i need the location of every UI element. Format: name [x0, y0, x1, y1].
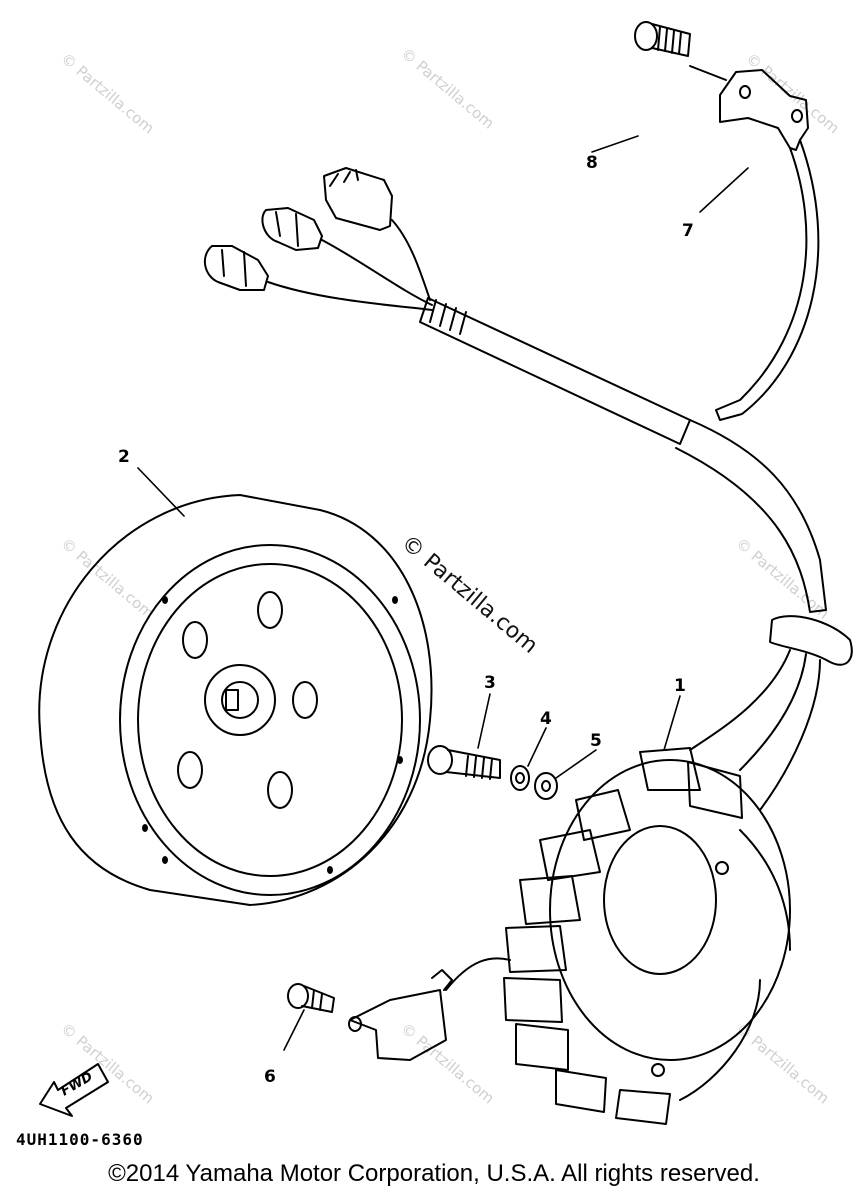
fwd-arrow-icon: FWD — [39, 1063, 109, 1117]
callout-6: 6 — [264, 1067, 276, 1087]
part-3-bolt — [427, 745, 501, 780]
part-8-screw — [634, 21, 727, 81]
part-4-5-washers — [510, 765, 558, 800]
copyright-notice: ©2014 Yamaha Motor Corporation, U.S.A. A… — [108, 1160, 760, 1187]
svg-text:© Partzilla.com: © Partzilla.com — [57, 49, 157, 137]
callout-2: 2 — [118, 447, 130, 467]
callout-labels: 1 2 3 4 5 6 7 8 — [118, 153, 694, 1087]
part-code: 4UH1100-6360 — [16, 1130, 144, 1149]
svg-text:© Partzilla.com: © Partzilla.com — [57, 534, 157, 622]
callout-8: 8 — [586, 153, 598, 173]
part-1-stator — [503, 747, 791, 1125]
callout-7: 7 — [682, 221, 694, 241]
svg-text:© Partzilla.com: © Partzilla.com — [742, 49, 842, 137]
svg-text:© Partzilla.com: © Partzilla.com — [397, 44, 497, 132]
callout-5: 5 — [590, 731, 602, 751]
callout-4: 4 — [540, 709, 552, 729]
wire-harness — [203, 167, 853, 811]
part-2-rotor — [38, 494, 433, 906]
callout-3: 3 — [484, 673, 496, 693]
watermark-main: © Partzilla.com — [396, 530, 542, 658]
part-7-clamp — [715, 69, 820, 421]
svg-text:© Partzilla.com: © Partzilla.com — [732, 534, 832, 622]
leader-lines — [137, 135, 749, 1051]
part-6-screw — [287, 983, 335, 1013]
svg-text:© Partzilla.com: © Partzilla.com — [397, 1019, 497, 1107]
pickup-coil — [348, 957, 511, 1061]
callout-1: 1 — [674, 676, 686, 696]
